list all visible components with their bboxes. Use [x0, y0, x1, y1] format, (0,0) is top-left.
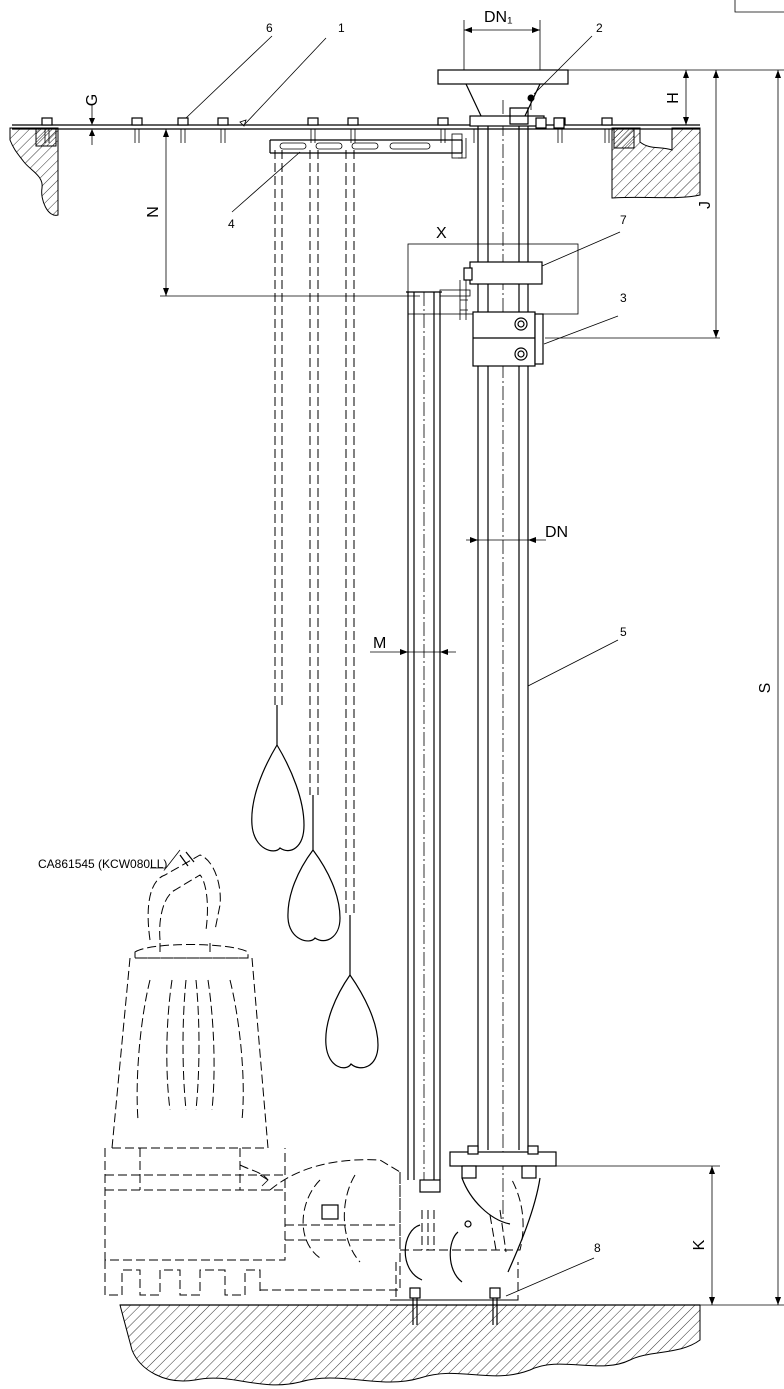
- title-block-corner: [734, 0, 784, 13]
- sump-floor: [119, 1304, 701, 1386]
- cover-bolt-shank: [350, 129, 356, 143]
- dim-label-dn: DN: [545, 524, 568, 541]
- dim-label-h: H: [665, 92, 682, 104]
- cover-bolt-shank: [440, 129, 446, 143]
- pipe-clamp: [472, 311, 544, 367]
- dim-label-dn1: DN₁: [484, 9, 513, 26]
- dim-label-n: N: [145, 206, 162, 218]
- leader-lines: [150, 35, 621, 1297]
- dim-j: [545, 70, 720, 339]
- cover-bolt-head: [217, 117, 229, 126]
- item-number-4: 4: [228, 217, 235, 231]
- dim-dn1: [463, 20, 541, 70]
- cover-plate-bolts: [41, 117, 613, 143]
- dim-label-j: J: [697, 201, 714, 209]
- cover-bolt-shank: [604, 129, 610, 143]
- dim-n: [160, 129, 420, 297]
- item-number-3: 3: [620, 291, 627, 305]
- concrete-slab-right: [611, 127, 701, 199]
- dim-label-s: S: [757, 683, 774, 694]
- cover-bolt-shank: [44, 129, 50, 143]
- dim-h: [568, 69, 784, 125]
- dim-s: [560, 70, 784, 1306]
- dim-label-g: G: [84, 94, 101, 106]
- dim-label-m: M: [373, 635, 386, 652]
- cover-bolt-head: [601, 117, 613, 126]
- float-switch-2: [287, 150, 341, 942]
- cover-bolt-shank: [220, 129, 226, 143]
- cover-bolt-shank: [134, 129, 140, 143]
- float-switch-3: [325, 150, 379, 1069]
- item-number-7: 7: [620, 213, 627, 227]
- dim-m: [370, 649, 456, 655]
- cover-bolt-head: [307, 117, 319, 126]
- cover-bolt-head: [347, 117, 359, 126]
- item-number-8: 8: [594, 1241, 601, 1255]
- cover-bolt-shank: [310, 129, 316, 143]
- discharge-flange-bottom: [449, 1145, 557, 1179]
- item-number-6: 6: [266, 21, 273, 35]
- item-number-5: 5: [620, 625, 627, 639]
- cover-bolt-shank: [557, 129, 563, 143]
- cover-bolt-head: [41, 117, 53, 126]
- cable-bracket: [269, 133, 467, 159]
- dim-label-x: X: [436, 225, 447, 242]
- concrete-slab-left: [9, 127, 59, 216]
- pump-outline: [104, 851, 401, 1296]
- discharge-pipe: [477, 100, 529, 1220]
- item-number-2: 2: [596, 21, 603, 35]
- float-switch-1: [251, 150, 305, 852]
- item-number-1: 1: [338, 21, 345, 35]
- cover-bolt-shank: [180, 129, 186, 143]
- guide-bracket: [439, 261, 543, 320]
- dim-k: [556, 1165, 720, 1305]
- pump-reference-label: CA861545 (KCW080LL): [38, 857, 167, 871]
- duckfoot-bend: [390, 1172, 541, 1301]
- cover-bolt-head: [177, 117, 189, 126]
- dim-dn: [466, 537, 546, 543]
- cover-bolt-head: [437, 117, 449, 126]
- dim-label-k: K: [691, 1239, 708, 1250]
- discharge-flange-top: [437, 69, 569, 129]
- guide-pipe: [406, 291, 442, 1185]
- cover-bolt-head: [131, 117, 143, 126]
- dim-g: [89, 105, 95, 145]
